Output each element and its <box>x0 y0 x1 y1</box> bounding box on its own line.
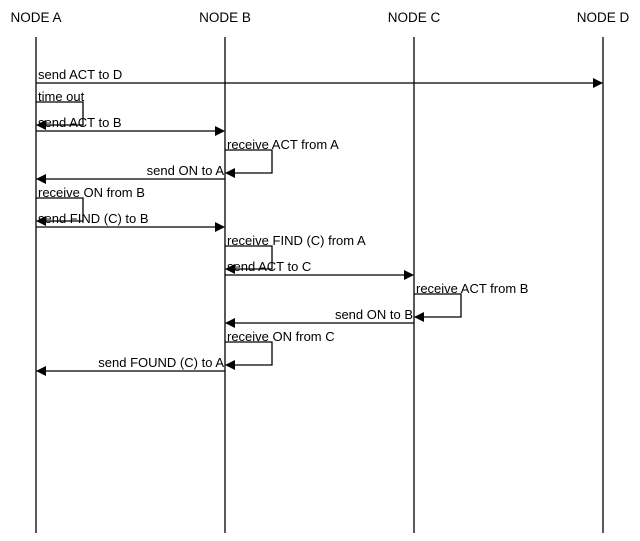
self-message-loop: receive FIND (C) from A <box>225 233 366 274</box>
self-message-loop: time out <box>36 89 85 130</box>
self-message-label: time out <box>38 89 85 104</box>
message-arrow: send ON to B <box>225 307 414 328</box>
message-label: send ACT to B <box>38 115 122 130</box>
message-label: send ACT to C <box>227 259 311 274</box>
self-message-loop: receive ON from C <box>225 329 335 370</box>
message-arrow: send ON to A <box>36 163 225 184</box>
self-message-label: receive ON from C <box>227 329 335 344</box>
message-arrow: send FIND (C) to B <box>36 211 225 232</box>
self-message-label: receive ACT from A <box>227 137 339 152</box>
self-message-arrow <box>36 197 84 226</box>
self-message-arrow <box>225 149 273 178</box>
message-steps: send ACT to D time out send ACT to B receiv… <box>36 67 603 376</box>
node-d-header: NODE D <box>577 10 630 25</box>
self-message-label: receive FIND (C) from A <box>227 233 366 248</box>
lifelines: NODE A NODE B NODE C NODE D <box>10 10 629 533</box>
message-label: send ON to B <box>335 307 413 322</box>
node-b-header: NODE B <box>199 10 251 25</box>
self-message-arrow <box>225 341 273 370</box>
node-a-header: NODE A <box>10 10 61 25</box>
self-message-loop: receive ON from B <box>36 185 145 226</box>
self-message-arrow <box>36 101 84 130</box>
self-message-label: receive ACT from B <box>416 281 528 296</box>
message-label: send ON to A <box>147 163 225 178</box>
message-label: send FIND (C) to B <box>38 211 149 226</box>
node-c-header: NODE C <box>388 10 441 25</box>
self-message-loop: receive ACT from A <box>225 137 339 178</box>
message-arrow: send ACT to C <box>225 259 414 280</box>
message-arrow: send ACT to B <box>36 115 225 136</box>
message-arrow: send FOUND (C) to A <box>36 355 225 376</box>
message-label: send FOUND (C) to A <box>98 355 224 370</box>
self-message-arrow <box>225 245 273 274</box>
self-message-loop: receive ACT from B <box>414 281 528 322</box>
message-label: send ACT to D <box>38 67 122 82</box>
self-message-label: receive ON from B <box>38 185 145 200</box>
self-message-arrow <box>414 293 462 322</box>
message-arrow: send ACT to D <box>36 67 603 88</box>
